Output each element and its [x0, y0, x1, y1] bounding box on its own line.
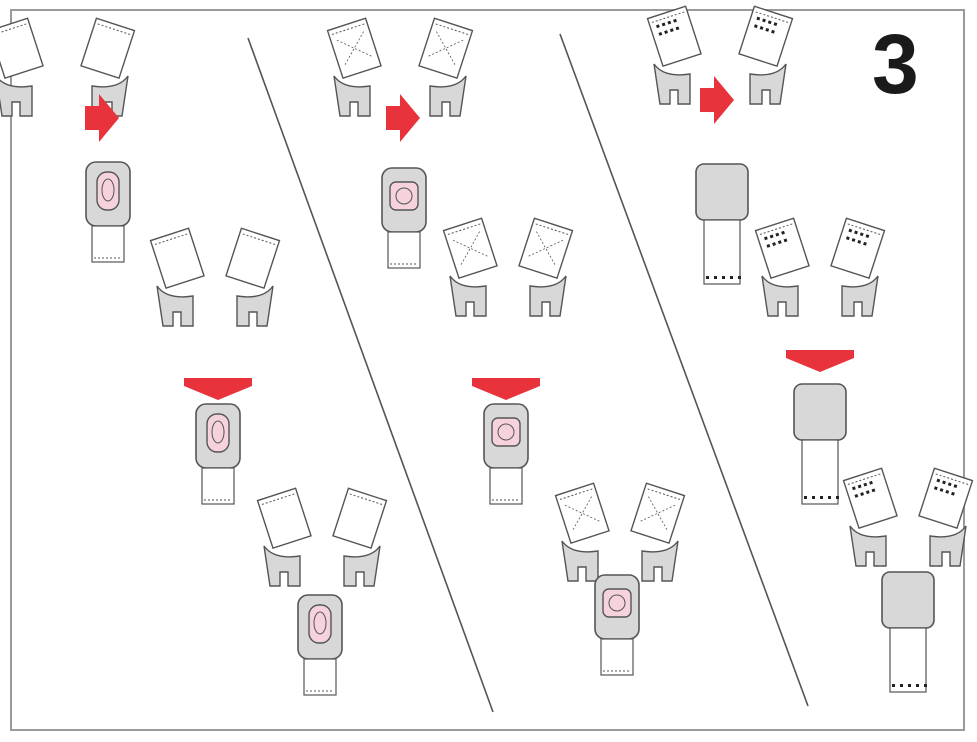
- column-1: [0, 17, 388, 696]
- buckle-tongues: [442, 217, 574, 317]
- buckle-tongues: [554, 482, 686, 582]
- release-button: [389, 181, 419, 211]
- buckle-tongues: [0, 17, 136, 117]
- buckle-receiver: [594, 574, 640, 676]
- latch-plate-right: [429, 75, 467, 117]
- latch-plate-right: [236, 285, 274, 327]
- buckle-sleeve: [793, 383, 847, 441]
- strap-webbing: [442, 217, 498, 280]
- latch-plate-right: [343, 545, 381, 587]
- buckle-tongues: [646, 5, 794, 105]
- strap-webbing: [91, 225, 125, 263]
- latch-plate-right: [841, 275, 879, 317]
- strap-webbing: [630, 482, 686, 545]
- stage-insert: [754, 217, 886, 505]
- strap-webbing: [80, 17, 136, 80]
- latch-plate-left: [263, 545, 301, 587]
- stage-insert: [442, 217, 574, 505]
- latch-plate-left: [849, 525, 887, 567]
- latch-plate-right: [749, 63, 787, 105]
- insert-arrow: [85, 94, 119, 142]
- latch-plate-left: [653, 63, 691, 105]
- latch-plate-right: [529, 275, 567, 317]
- buckle-tongues: [326, 17, 474, 117]
- insert-arrow: [184, 378, 252, 400]
- strap-webbing: [918, 467, 974, 530]
- strap-webbing: [418, 17, 474, 80]
- latch-plate-right: [641, 540, 679, 582]
- latch-plate-left: [156, 285, 194, 327]
- release-button: [491, 417, 521, 447]
- insert-arrow: [786, 350, 854, 372]
- buckle-receiver: [695, 163, 749, 285]
- buckle-tongues: [842, 467, 974, 567]
- insert-arrow: [386, 94, 420, 142]
- strap-webbing: [489, 467, 523, 505]
- release-button: [96, 171, 120, 211]
- strap-webbing: [889, 627, 927, 693]
- insert-arrow: [472, 378, 540, 400]
- divider-line: [559, 33, 809, 707]
- strap-webbing: [646, 5, 702, 68]
- strap-webbing: [518, 217, 574, 280]
- stage-separate: [0, 17, 136, 263]
- latch-plate-left: [0, 79, 33, 117]
- strap-webbing: [738, 5, 794, 68]
- buckle-receiver: [881, 571, 935, 693]
- buckle-receiver: [793, 383, 847, 505]
- column-3: [646, 5, 974, 693]
- buckle-receiver: [195, 403, 241, 505]
- strap-webbing: [0, 17, 44, 80]
- strap-webbing: [303, 658, 337, 696]
- strap-webbing: [600, 638, 634, 676]
- divider-line: [247, 37, 494, 713]
- release-button: [308, 604, 332, 644]
- release-button: [602, 588, 632, 618]
- strap-webbing: [332, 487, 388, 550]
- column-2: [326, 17, 686, 676]
- latch-plate-left: [449, 275, 487, 317]
- strap-webbing: [842, 467, 898, 530]
- latch-plate-left: [333, 75, 371, 117]
- latch-plate-left: [561, 540, 599, 582]
- stage-separate: [326, 17, 474, 269]
- stage-locked: [554, 482, 686, 676]
- stage-separate: [646, 5, 794, 285]
- insert-arrow: [700, 76, 734, 124]
- strap-webbing: [326, 17, 382, 80]
- strap-webbing: [830, 217, 886, 280]
- latch-plate-right: [929, 525, 967, 567]
- strap-webbing: [256, 487, 312, 550]
- diagram-frame: [10, 9, 965, 731]
- buckle-tongues: [149, 227, 281, 327]
- buckle-receiver: [483, 403, 529, 505]
- buckle-tongues: [256, 487, 388, 587]
- strap-webbing: [225, 227, 281, 290]
- strap-webbing: [801, 439, 839, 505]
- latch-plate-left: [761, 275, 799, 317]
- buckle-receiver: [85, 161, 131, 263]
- strap-webbing: [149, 227, 205, 290]
- strap-webbing: [754, 217, 810, 280]
- buckle-sleeve: [695, 163, 749, 221]
- stage-locked: [256, 487, 388, 696]
- buckle-sleeve: [881, 571, 935, 629]
- step-number: 3: [872, 17, 919, 111]
- buckle-receiver: [297, 594, 343, 696]
- stage-locked: [842, 467, 974, 693]
- buckle-receiver: [381, 167, 427, 269]
- strap-webbing: [387, 231, 421, 269]
- strap-webbing: [201, 467, 235, 505]
- stage-insert: [149, 227, 281, 505]
- release-button: [206, 413, 230, 453]
- strap-webbing: [554, 482, 610, 545]
- strap-webbing: [703, 219, 741, 285]
- buckle-tongues: [754, 217, 886, 317]
